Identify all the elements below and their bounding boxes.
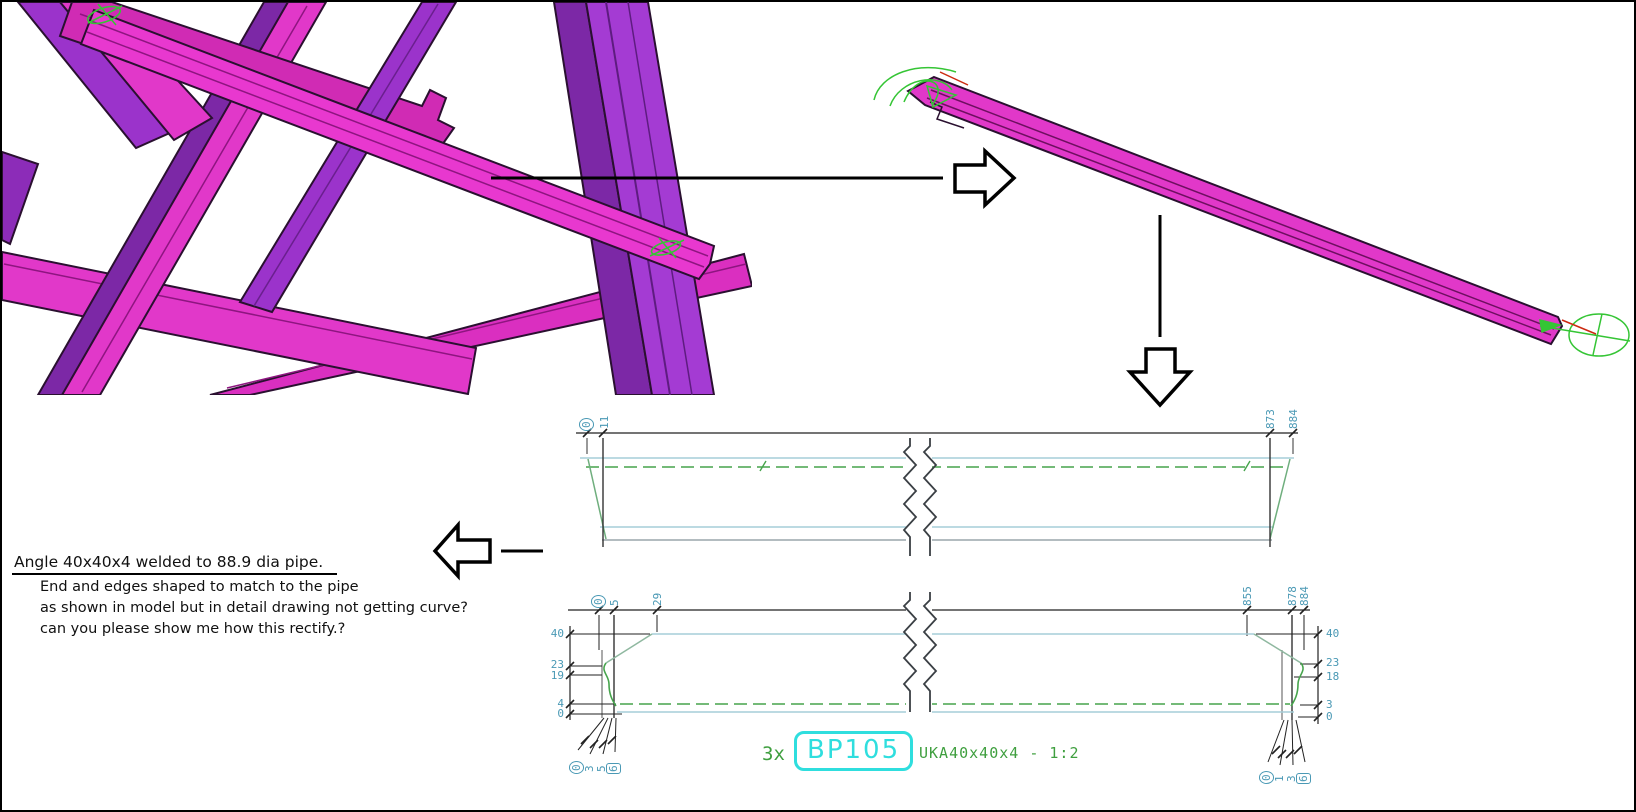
dim-label: 884: [1298, 586, 1311, 606]
dim-label: 0: [1259, 771, 1274, 784]
break-line: [922, 438, 938, 556]
annotation-line: as shown in model but in detail drawing …: [40, 600, 468, 616]
block-arrow-left-icon: [432, 520, 492, 581]
block-arrow-right-icon: [953, 146, 1017, 210]
beam: [584, 2, 716, 395]
model-3d-viewport: [2, 2, 752, 395]
quantity-label: 3x: [762, 743, 785, 765]
model-handle-marks: [86, 3, 685, 259]
isolated-beam: [906, 75, 1564, 346]
pipe-fit-curve: [603, 662, 617, 707]
dim-label: 19: [550, 669, 564, 682]
dim-label: 29: [651, 592, 664, 606]
dim-label: 40: [550, 627, 564, 640]
dim-label: 40: [1326, 627, 1340, 640]
break-line: [902, 592, 918, 712]
dim-label: 0: [579, 418, 594, 431]
annotation-title: Angle 40x40x4 welded to 88.9 dia pipe.: [12, 553, 338, 575]
detail-view-top: [576, 428, 1298, 558]
profile-scale-label: UKA40x40x4 - 1:2: [919, 744, 1080, 762]
dim-label: 23: [550, 658, 564, 671]
dim-label: 23: [1326, 656, 1340, 669]
dim-label: 4: [557, 697, 564, 710]
dim-label: 6: [1296, 773, 1311, 784]
annotation-line: End and edges shaped to match to the pip…: [40, 579, 359, 595]
break-line: [902, 438, 918, 556]
dim-label: 5: [608, 599, 621, 606]
dim-label: 3: [1326, 698, 1333, 711]
callout-arrows: [432, 146, 1194, 581]
dim-label: 11: [598, 415, 611, 429]
isolated-member-view: [873, 66, 1631, 357]
annotation-line: can you please show me how this rectify.…: [40, 621, 346, 637]
block-arrow-down-icon: [1126, 347, 1194, 408]
part-mark-badge: BP105: [794, 731, 914, 771]
dim-label: 0: [591, 595, 606, 608]
dim-label: 884: [1287, 409, 1300, 429]
dim-label: 873: [1264, 409, 1277, 429]
detail-view-bottom: [565, 592, 1323, 766]
end-handle-marks: [873, 66, 1631, 357]
dim-label: 6: [606, 763, 621, 774]
dim-label: 855: [1241, 586, 1254, 606]
break-line: [922, 592, 938, 712]
pipe-fit-curve: [1290, 662, 1304, 707]
dim-label: 0: [557, 707, 564, 720]
dim-label: 0: [569, 761, 584, 774]
dim-label: 0: [1326, 710, 1333, 723]
dim-label: 18: [1326, 670, 1340, 683]
